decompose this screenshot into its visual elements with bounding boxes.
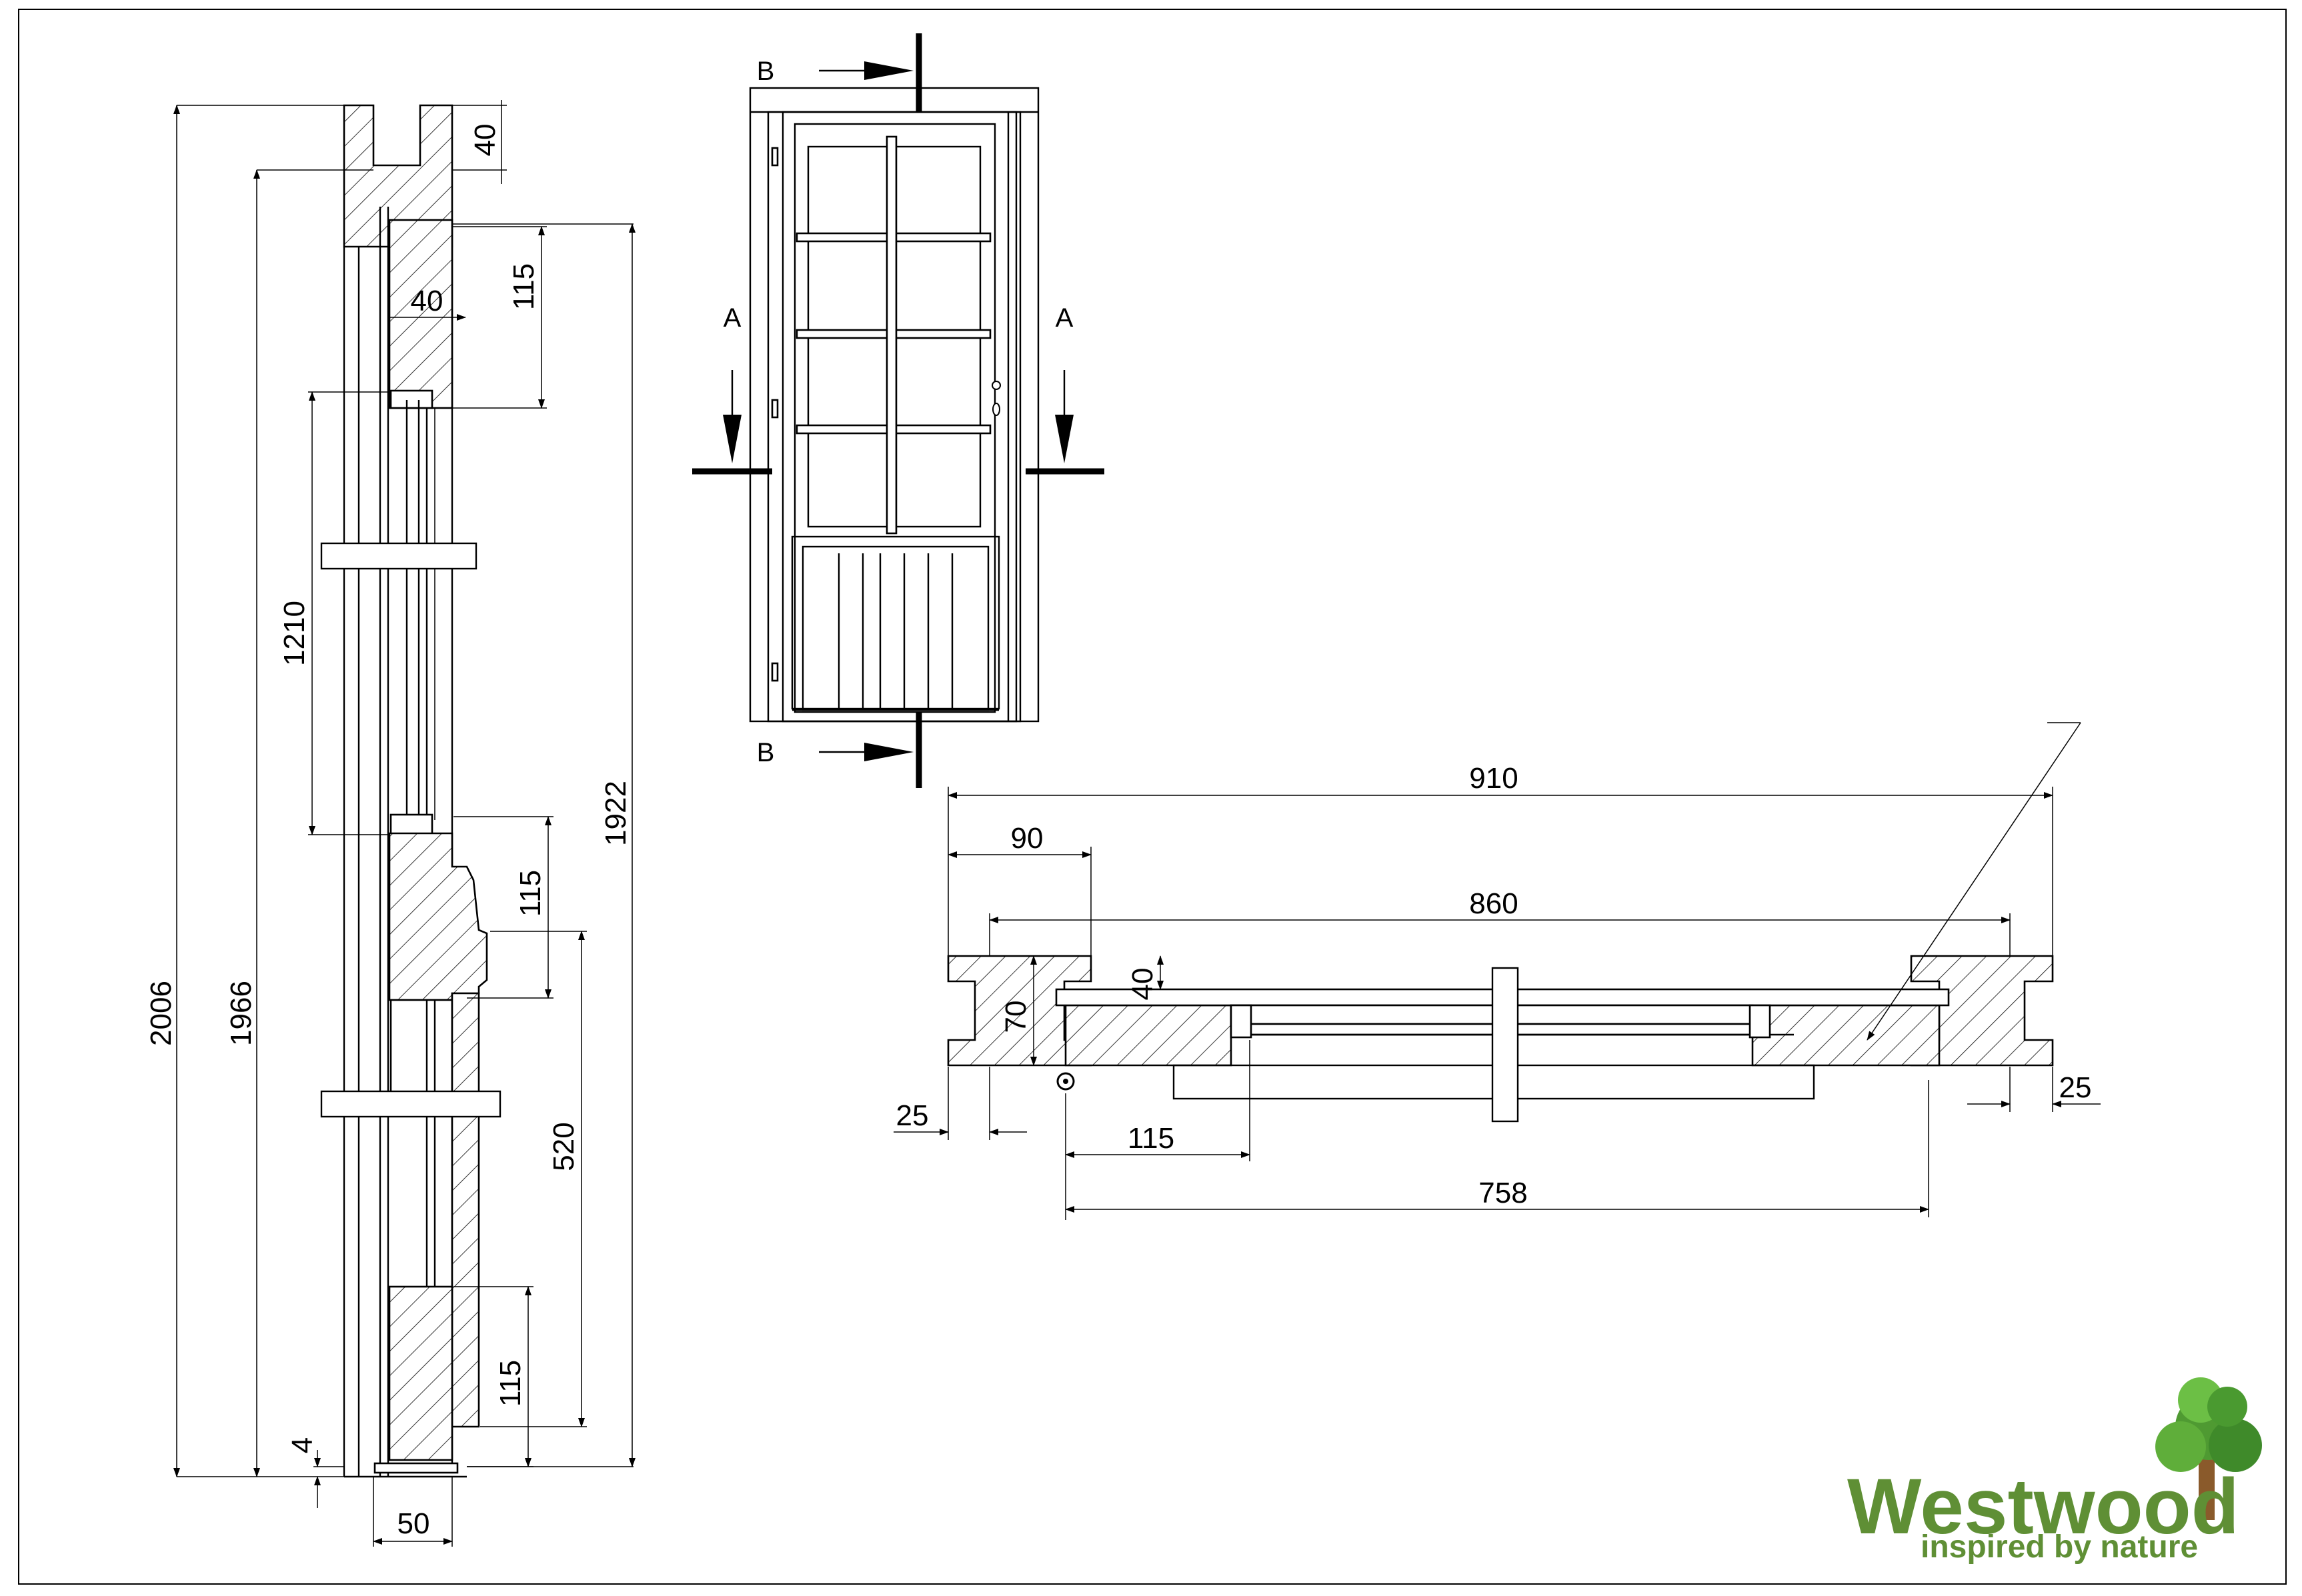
- section-label-a-left: A: [724, 303, 742, 333]
- tree-icon: [2155, 1377, 2262, 1520]
- dim-opening-width: 758: [1478, 1177, 1527, 1209]
- dim-frame-section: 70: [1000, 1001, 1032, 1033]
- right-jamb-profile: [1910, 955, 2054, 1067]
- door-elevation: B B A A: [692, 33, 1104, 788]
- section-label-b-bottom: B: [757, 738, 775, 767]
- dim-leaf-height: 1922: [600, 781, 632, 846]
- dim-mid-rail-height: 115: [514, 870, 547, 917]
- dim-bottom-rail-height: 115: [494, 1360, 527, 1407]
- dim-left-offset: 25: [896, 1099, 929, 1132]
- dim-glazing-height: 1210: [278, 601, 311, 666]
- sheet-border: [18, 9, 2287, 1585]
- dim-top-rail-depth: 40: [469, 124, 501, 157]
- westwood-logo: Westwood inspired by nature: [1847, 1377, 2262, 1565]
- dim-overall-height: 2006: [145, 981, 177, 1046]
- handle-icon: [992, 381, 1001, 390]
- break-line-upper: [320, 542, 477, 570]
- logo-tagline: inspired by nature: [1921, 1529, 2198, 1565]
- break-line-lower: [320, 1090, 501, 1118]
- dim-stile-width: 115: [1128, 1122, 1174, 1155]
- dim-rebate-depth: 40: [1126, 968, 1159, 1001]
- dim-leaf-width: 860: [1469, 887, 1518, 920]
- section-label-b-top: B: [757, 57, 775, 86]
- bottom-rail: [388, 1285, 453, 1461]
- left-stile: [1064, 1004, 1232, 1067]
- horizontal-section: 910 90 860 40 70 25 25 115 758: [894, 722, 2101, 1220]
- dim-frame-inner-height: 1966: [225, 981, 257, 1046]
- dim-glass-step: 40: [411, 285, 443, 317]
- logo-wordmark: Westwood: [1847, 1463, 2239, 1551]
- top-rail: [388, 219, 453, 409]
- dim-frame-depth: 90: [1011, 822, 1044, 855]
- mid-rail: [388, 832, 488, 1001]
- section-label-a-right: A: [1056, 303, 1074, 333]
- dim-right-offset: 25: [2059, 1071, 2092, 1104]
- dim-bottom-gap: 4: [286, 1437, 319, 1453]
- dim-overall-width: 910: [1469, 762, 1518, 795]
- keyhole-icon: [992, 403, 1000, 416]
- dim-panel-height: 520: [547, 1122, 580, 1171]
- dim-top-rail-height: 115: [507, 263, 540, 310]
- vertical-section: 2006 1966 1922 40 115 40 1210 115: [145, 100, 636, 1547]
- dim-frame-thickness: 50: [397, 1507, 430, 1540]
- break-line-horizontal: [1491, 967, 1519, 1123]
